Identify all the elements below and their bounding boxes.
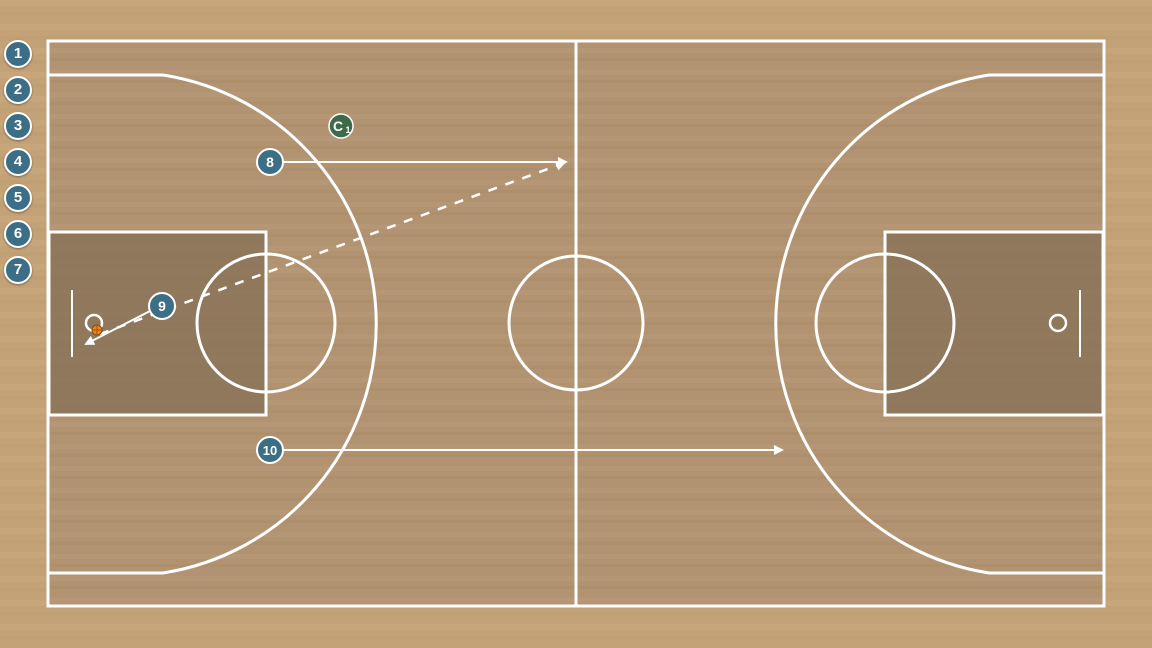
basketball-icon[interactable] [91, 324, 103, 336]
left-three-point-line [48, 73, 378, 575]
player-9-drive-arrow[interactable] [84, 309, 153, 345]
right-paint [885, 232, 1103, 415]
bench-player-token-5[interactable]: 5 [4, 184, 32, 212]
bench-player-token-2[interactable]: 2 [4, 76, 32, 104]
bench-player-token-1[interactable]: 1 [4, 40, 32, 68]
player-token-10[interactable]: 10 [256, 436, 284, 464]
bench-player-token-3[interactable]: 3 [4, 112, 32, 140]
left-paint [49, 232, 266, 415]
right-rim [1048, 313, 1068, 333]
left-key [47, 230, 268, 417]
player-token-8[interactable]: 8 [256, 148, 284, 176]
coach-token[interactable]: C 1 [328, 113, 354, 139]
player-token-9[interactable]: 9 [148, 292, 176, 320]
left-free-throw-circle [195, 252, 337, 394]
bench-player-token-6[interactable]: 6 [4, 220, 32, 248]
bench-player-token-7[interactable]: 7 [4, 256, 32, 284]
bench-player-token-4[interactable]: 4 [4, 148, 32, 176]
right-three-point-line [774, 73, 1104, 575]
right-free-throw-circle [814, 252, 956, 394]
right-key [883, 230, 1105, 417]
center-circle [507, 254, 645, 392]
